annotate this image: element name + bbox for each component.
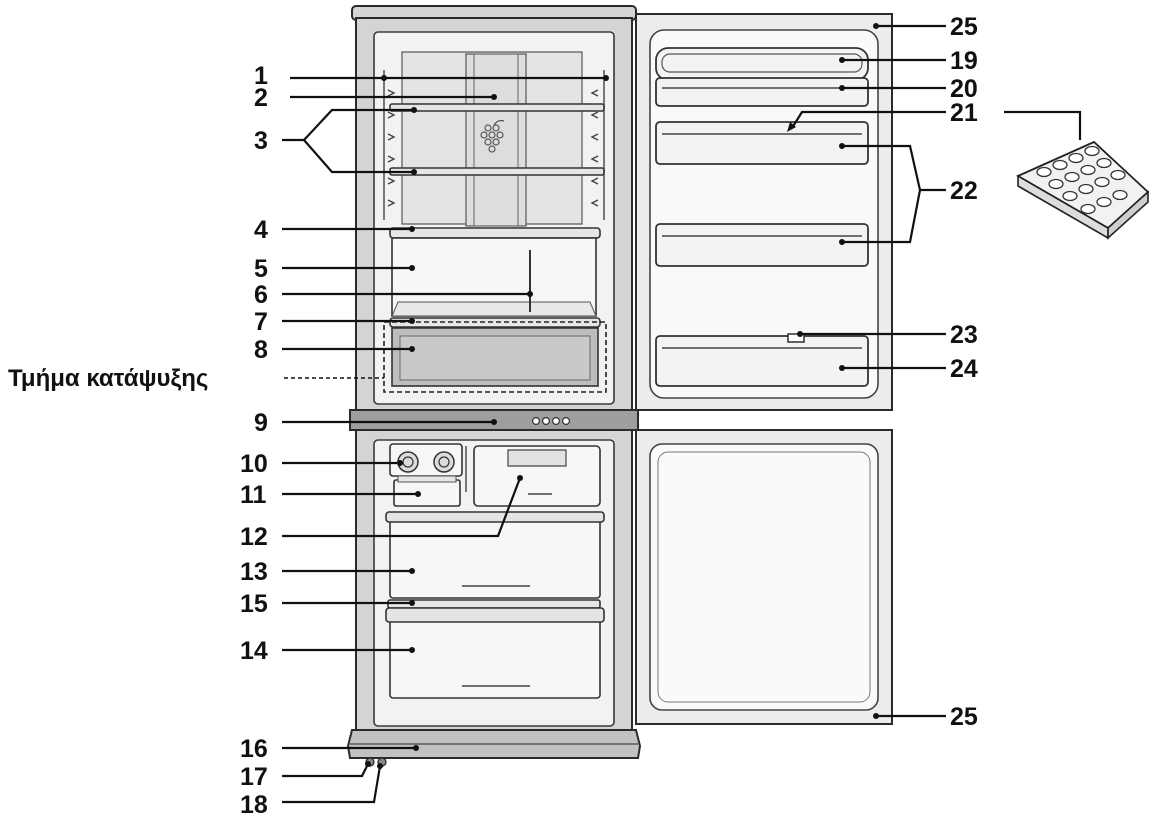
door-bin-dairy	[655, 77, 869, 107]
callout-25-bottom: 25	[950, 703, 978, 731]
callout-22: 22	[950, 177, 978, 205]
left-shelf-supports	[387, 89, 396, 207]
callout-19: 19	[950, 47, 978, 75]
air-duct	[465, 53, 527, 227]
glass-shelf-lower	[389, 167, 605, 176]
door-bin-middle	[655, 223, 869, 267]
callout-11: 11	[240, 481, 267, 509]
lower-door	[635, 429, 893, 725]
door-bin-dairy-cover	[655, 47, 869, 81]
door-bin-egg-rack	[655, 121, 869, 165]
callout-17: 17	[240, 763, 268, 791]
callout-20: 20	[950, 75, 978, 103]
freezer-drawer-lower	[389, 609, 601, 699]
callout-6: 6	[254, 281, 268, 309]
upper-door	[635, 13, 893, 411]
left-callout-labels: 1 2 3 4 5 6 7 8 Τμήμα κατάψυξης 9 10 11 …	[8, 62, 268, 819]
freezer-glass-shelf	[387, 599, 601, 609]
callout-10: 10	[240, 450, 268, 478]
callout-15: 15	[240, 590, 268, 618]
callout-5: 5	[254, 255, 268, 283]
crisper-cover	[389, 227, 601, 239]
fridge-cabinet	[346, 5, 642, 767]
callout-14: 14	[240, 637, 268, 665]
callout-12: 12	[240, 523, 268, 551]
callout-24: 24	[950, 355, 978, 383]
callout-1: 1	[254, 62, 268, 90]
callout-2: 2	[254, 84, 268, 112]
leader-lines	[282, 23, 1082, 804]
callout-8: 8	[254, 336, 268, 364]
callout-4: 4	[254, 216, 268, 244]
callout-3: 3	[254, 127, 268, 155]
callout-16: 16	[240, 735, 268, 763]
callout-13: 13	[240, 558, 268, 586]
ice-bin	[473, 445, 601, 507]
right-callout-labels: 25 19 20 21 22 23 24 25	[950, 13, 978, 731]
control-buttons	[531, 417, 570, 426]
right-shelf-supports	[590, 89, 599, 207]
ice-tray	[1016, 140, 1149, 240]
freezer-section-outline	[383, 321, 607, 393]
glass-shelf-upper	[389, 103, 605, 112]
callout-25-top: 25	[950, 13, 978, 41]
callout-23: 23	[950, 321, 978, 349]
callout-7: 7	[254, 308, 268, 336]
callout-18: 18	[240, 791, 268, 819]
callout-21: 21	[950, 99, 978, 127]
door-bin-bottles	[655, 335, 869, 387]
freezer-compartment-label: Τμήμα κατάψυξης	[8, 365, 208, 392]
callout-9: 9	[254, 409, 268, 437]
grape-logo-icon	[480, 119, 505, 153]
